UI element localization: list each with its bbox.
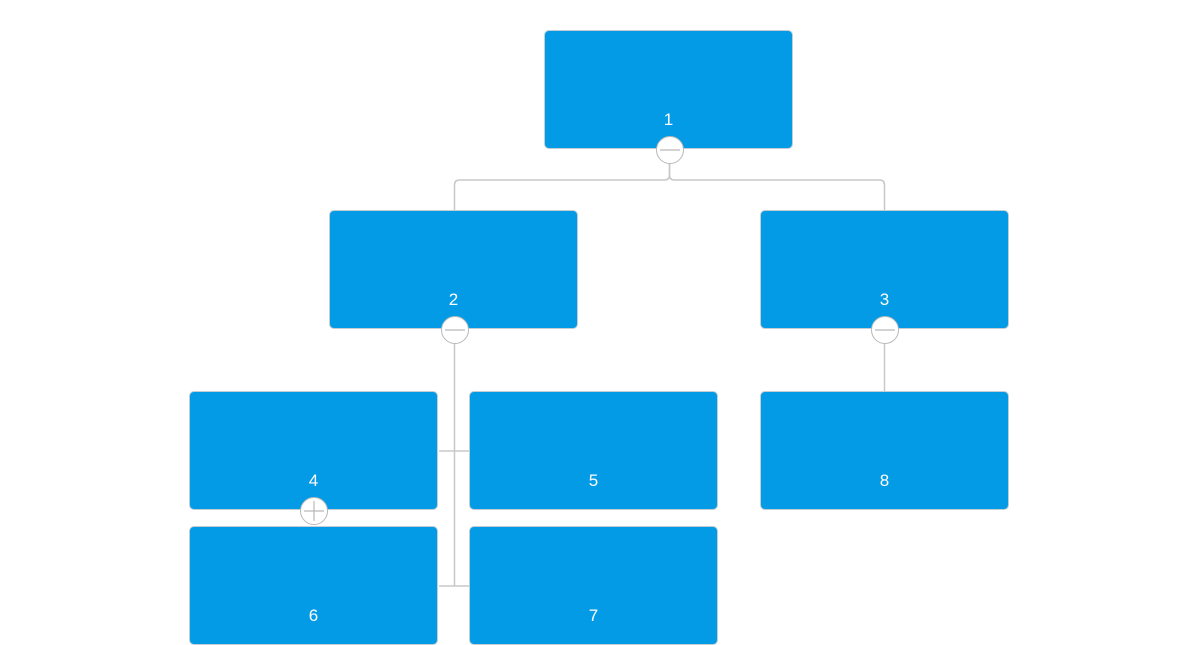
collapse-toggle-node-1[interactable] [655,136,684,164]
connector-lines [439,164,886,587]
node-2[interactable]: 2 [329,210,578,329]
org-chart-canvas: 1 2 3 4 5 6 7 8 [189,30,1009,645]
connector-1-3 [668,164,886,211]
node-4[interactable]: 4 [189,391,438,510]
node-label: 6 [308,606,319,625]
node-label: 8 [879,471,890,490]
plus-icon [304,501,324,521]
node-7[interactable]: 7 [469,526,718,645]
minus-icon [444,329,465,331]
node-label: 2 [448,290,459,309]
connector-1-2 [453,164,671,211]
minus-icon [659,149,680,151]
collapse-toggle-node-2[interactable] [440,316,469,344]
node-6[interactable]: 6 [189,526,438,645]
node-3[interactable]: 3 [760,210,1009,329]
node-label: 3 [879,290,890,309]
node-8[interactable]: 8 [760,391,1009,510]
collapse-toggle-node-3[interactable] [870,316,899,344]
node-5[interactable]: 5 [469,391,718,510]
minus-icon [874,329,895,331]
node-label: 1 [663,110,674,129]
node-label: 5 [588,471,599,490]
node-label: 4 [308,471,319,490]
node-1[interactable]: 1 [544,30,793,149]
expand-toggle-node-4[interactable] [300,497,328,525]
node-label: 7 [588,606,599,625]
